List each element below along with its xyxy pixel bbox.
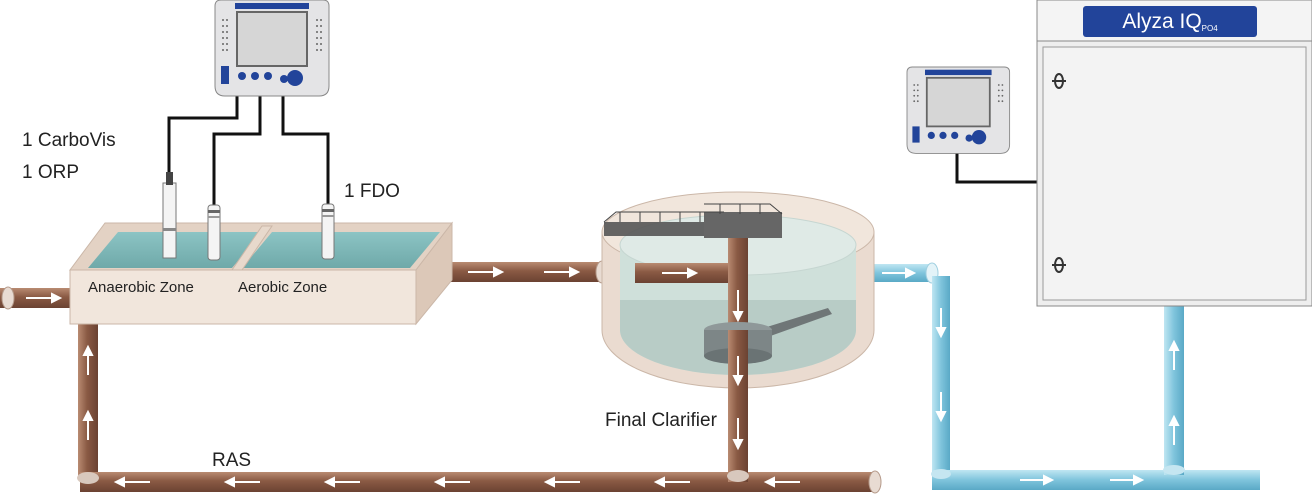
flow-arrow-icon [662,267,699,279]
flow-arrow-icon [113,476,150,488]
flow-arrow-icon [1020,474,1055,486]
flow-arrow-icon [935,392,947,423]
controller-terminal-icon [906,66,1011,154]
analyzer-brand-badge: Alyza IQPO4 [1083,6,1257,37]
aerobic-water [242,232,440,268]
door-handle-icon [1052,73,1066,89]
flow-arrow-icon [935,308,947,339]
sensor-probe-icon [162,172,177,259]
controller-terminal-icon [214,0,330,97]
flow-arrow-icon [1168,414,1180,445]
sensor-label-carbovis: 1 CarboVis [22,130,116,151]
door-handle-icon [1052,257,1066,273]
flow-arrow-icon [882,267,917,279]
flow-arrow-icon [323,476,360,488]
flow-arrow-icon [732,418,744,451]
sensor-label-fdo: 1 FDO [344,181,400,202]
effluent-pipes [872,262,1260,490]
flow-arrow-icon [1110,474,1145,486]
analyzer-cabinet [1036,0,1312,307]
ras-label: RAS [212,450,252,471]
sensor-cables [167,96,1040,206]
flow-arrow-icon [544,266,581,278]
transfer-pipe [440,262,602,282]
flow-arrow-icon [223,476,260,488]
flow-arrow-icon [433,476,470,488]
flow-arrow-icon [732,290,744,323]
sludge-pipes [0,260,882,494]
sensor-label-orp: 1 ORP [22,162,80,183]
flow-arrows [26,266,1180,488]
flow-arrow-icon [1168,339,1180,370]
ras-riser-pipe [78,318,98,480]
sensor-probe-icon [207,204,221,261]
zone-label-anaerobic: Anaerobic Zone [88,279,194,296]
clarifier-label: Final Clarifier [605,410,717,431]
analyzer-brand-name: Alyza IQ [1122,10,1202,33]
analyzer-brand-subscript: PO4 [1201,24,1218,33]
bioreactor-tank [69,221,454,326]
sensor-probe-icon [321,203,335,260]
flow-arrow-icon [82,344,94,375]
flow-arrow-icon [468,266,505,278]
flow-arrow-icon [82,409,94,440]
final-clarifier [601,191,875,392]
flow-arrow-icon [653,476,690,488]
flow-arrow-icon [732,356,744,387]
flow-arrow-icon [763,476,800,488]
ras-return-pipe [80,472,876,492]
flow-arrow-icon [543,476,580,488]
flow-arrow-icon [26,292,63,304]
zone-label-aerobic: Aerobic Zone [238,279,328,296]
